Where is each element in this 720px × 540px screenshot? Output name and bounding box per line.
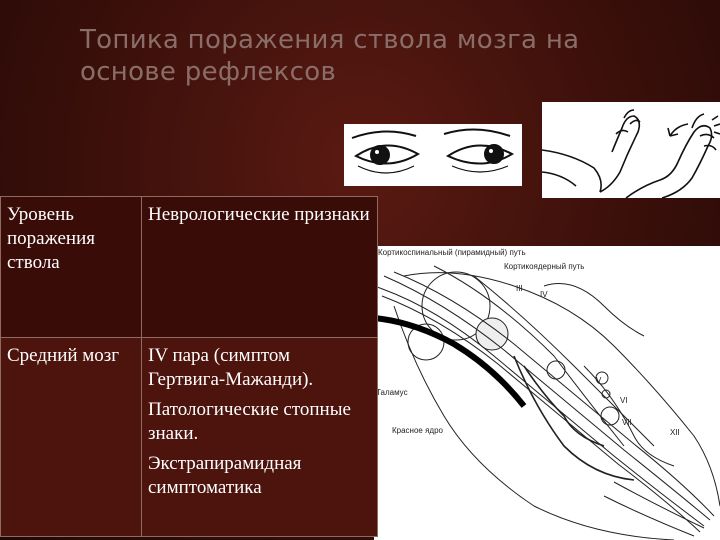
header-signs: Неврологические признаки <box>141 196 378 338</box>
brainstem-reflex-table: Уровень поражения ствола Неврологические… <box>0 196 378 537</box>
table-header-row: Уровень поражения ствола Неврологические… <box>0 196 378 338</box>
sign-item: Экстрапирамидная симптоматика <box>148 453 302 498</box>
label-nerve-vii: VII <box>622 418 632 427</box>
brainstem-diagram: Кортикоспинальный (пирамидный) путь Корт… <box>374 246 720 540</box>
label-nerve-iii: III <box>516 284 523 293</box>
cell-level-midbrain: Средний мозг <box>0 337 142 537</box>
cell-signs-midbrain: IV пара (симптом Гертвига-Мажанди). Пато… <box>141 337 378 537</box>
label-nerve-vi: VI <box>620 396 628 405</box>
label-red-nucleus: Красное ядро <box>392 426 443 435</box>
slide-title: Топика поражения ствола мозга на основе … <box>80 25 580 87</box>
brainstem-drawing <box>374 265 720 540</box>
table-row: Средний мозг IV пара (симптом Гертвига-М… <box>0 337 378 537</box>
sign-item: Патологические стопные знаки. <box>148 399 351 444</box>
eyes-illustration <box>344 124 522 186</box>
eyes-drawing <box>351 128 515 174</box>
label-corticospinal-tract: Кортикоспинальный (пирамидный) путь <box>378 248 526 257</box>
label-thalamus: Таламус <box>376 388 408 397</box>
feet-drawing <box>541 109 720 199</box>
babinski-feet-illustration <box>541 102 720 199</box>
label-corticonuclear-tract: Кортикоядерный путь <box>504 262 585 271</box>
label-nerve-v: V <box>596 376 602 385</box>
header-level: Уровень поражения ствола <box>0 196 142 338</box>
sign-item: IV пара (симптом Гертвига-Мажанди). <box>148 345 314 390</box>
label-nerve-xii: XII <box>670 428 680 437</box>
label-nerve-iv: IV <box>540 290 548 299</box>
